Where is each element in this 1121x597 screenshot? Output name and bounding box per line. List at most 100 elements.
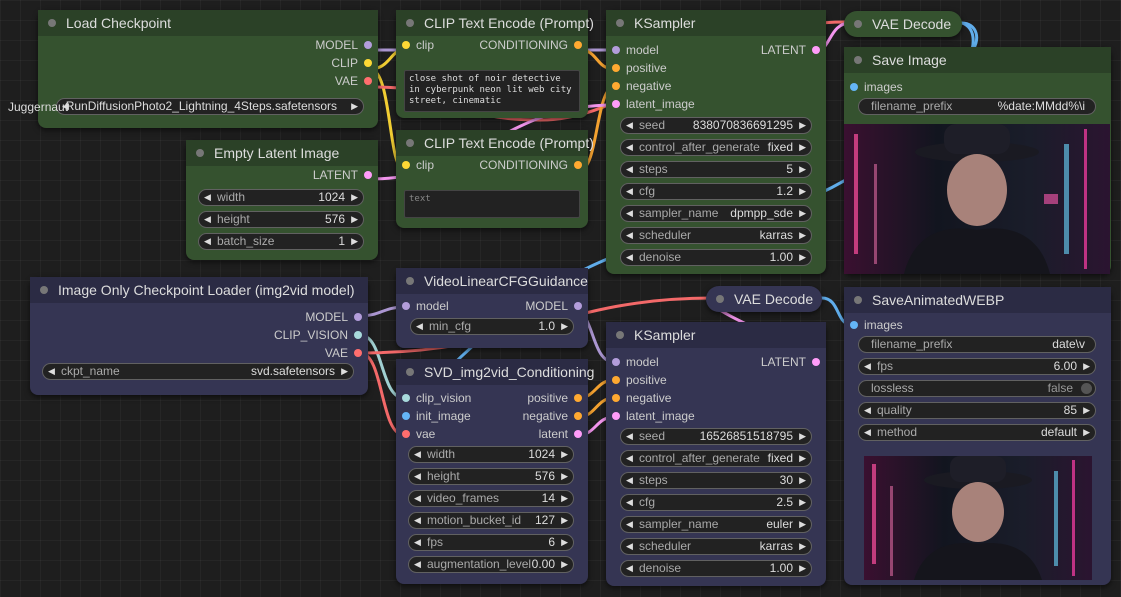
input-init-image-slot[interactable]: init_image: [402, 407, 471, 425]
collapse-dot-icon[interactable]: [48, 19, 56, 27]
left-arrow-icon[interactable]: ◀: [62, 101, 69, 111]
output-negative-slot[interactable]: negative: [523, 407, 582, 425]
input-model-slot[interactable]: model: [402, 297, 449, 315]
node-header[interactable]: Load Checkpoint: [38, 10, 378, 36]
collapse-dot-icon[interactable]: [406, 368, 414, 376]
node-header[interactable]: VAE Decode: [706, 286, 822, 312]
input-positive-slot[interactable]: positive: [612, 59, 667, 77]
node-header[interactable]: CLIP Text Encode (Prompt): [396, 10, 594, 36]
collapse-dot-icon[interactable]: [406, 139, 414, 147]
input-images-slot[interactable]: images: [850, 316, 903, 334]
input-model-slot[interactable]: model: [612, 41, 659, 59]
node-header[interactable]: SaveAnimatedWEBP: [844, 287, 1111, 313]
input-vae-slot[interactable]: vae: [402, 425, 435, 443]
prompt-textarea[interactable]: close shot of noir detective in cyberpun…: [404, 70, 580, 112]
input-positive-slot[interactable]: positive: [612, 371, 667, 389]
node-header[interactable]: CLIP Text Encode (Prompt): [396, 130, 594, 156]
node-header[interactable]: Save Image: [844, 47, 1111, 73]
output-vae-slot[interactable]: VAE: [325, 344, 362, 362]
input-negative-slot[interactable]: negative: [612, 77, 671, 95]
vae-decode-2-node[interactable]: VAE Decode: [706, 286, 822, 312]
input-images-slot[interactable]: images: [850, 78, 903, 96]
filename-prefix-widget[interactable]: filename_prefix%date:MMdd%\i: [858, 98, 1096, 115]
node-header[interactable]: SVD_img2vid_Conditioning: [396, 359, 594, 385]
output-image-preview[interactable]: [844, 124, 1110, 274]
collapse-dot-icon[interactable]: [854, 56, 862, 64]
output-model-slot[interactable]: MODEL: [315, 36, 372, 54]
output-vae-slot[interactable]: VAE: [335, 72, 372, 90]
input-model-slot[interactable]: model: [612, 353, 659, 371]
input-latent-image-slot[interactable]: latent_image: [612, 95, 695, 113]
node-header[interactable]: Empty Latent Image: [186, 140, 378, 166]
toggle-knob-icon[interactable]: [1081, 383, 1092, 394]
animated-output-preview[interactable]: [864, 456, 1092, 580]
node-header[interactable]: KSampler: [606, 10, 826, 36]
output-model-slot[interactable]: MODEL: [305, 308, 362, 326]
vae-decode-1-node[interactable]: VAE Decode: [844, 11, 962, 37]
output-conditioning-slot[interactable]: CONDITIONING: [479, 36, 582, 54]
output-latent-slot[interactable]: LATENT: [313, 166, 372, 184]
node-header[interactable]: Image Only Checkpoint Loader (img2vid mo…: [30, 277, 368, 303]
output-clip-slot[interactable]: CLIP: [331, 54, 372, 72]
node-header[interactable]: VAE Decode: [844, 11, 962, 37]
output-clip-vision-slot[interactable]: CLIP_VISION: [274, 326, 362, 344]
collapse-dot-icon[interactable]: [854, 20, 862, 28]
input-negative-slot[interactable]: negative: [612, 389, 671, 407]
collapse-dot-icon[interactable]: [406, 277, 414, 285]
negative-prompt-textarea[interactable]: text: [404, 190, 580, 218]
collapse-dot-icon[interactable]: [616, 331, 624, 339]
output-model-slot[interactable]: MODEL: [525, 297, 582, 315]
collapse-dot-icon[interactable]: [716, 295, 724, 303]
node-header[interactable]: VideoLinearCFGGuidance: [396, 268, 588, 294]
input-clip-slot[interactable]: clip: [402, 36, 434, 54]
collapse-dot-icon[interactable]: [854, 296, 862, 304]
input-latent-image-slot[interactable]: latent_image: [612, 407, 695, 425]
output-positive-slot[interactable]: positive: [527, 389, 582, 407]
output-conditioning-slot[interactable]: CONDITIONING: [479, 156, 582, 174]
node-header[interactable]: KSampler: [606, 322, 826, 348]
output-latent-slot[interactable]: latent: [539, 425, 582, 443]
collapse-dot-icon[interactable]: [196, 149, 204, 157]
input-clip-vision-slot[interactable]: clip_vision: [402, 389, 471, 407]
collapse-dot-icon[interactable]: [406, 19, 414, 27]
node-title: SVD_img2vid_Conditioning: [424, 364, 595, 380]
collapse-dot-icon[interactable]: [616, 19, 624, 27]
right-arrow-icon[interactable]: ▶: [351, 101, 358, 111]
input-clip-slot[interactable]: clip: [402, 156, 434, 174]
output-latent-slot[interactable]: LATENT: [761, 353, 820, 371]
output-latent-slot[interactable]: LATENT: [761, 41, 820, 59]
collapse-dot-icon[interactable]: [40, 286, 48, 294]
ckpt-name-combo[interactable]: ◀ RunDiffusionPhoto2_Lightning_4Steps.sa…: [56, 98, 364, 115]
video-linear-cfg-guidance-node[interactable]: VideoLinearCFGGuidance model MODEL: [396, 268, 588, 348]
